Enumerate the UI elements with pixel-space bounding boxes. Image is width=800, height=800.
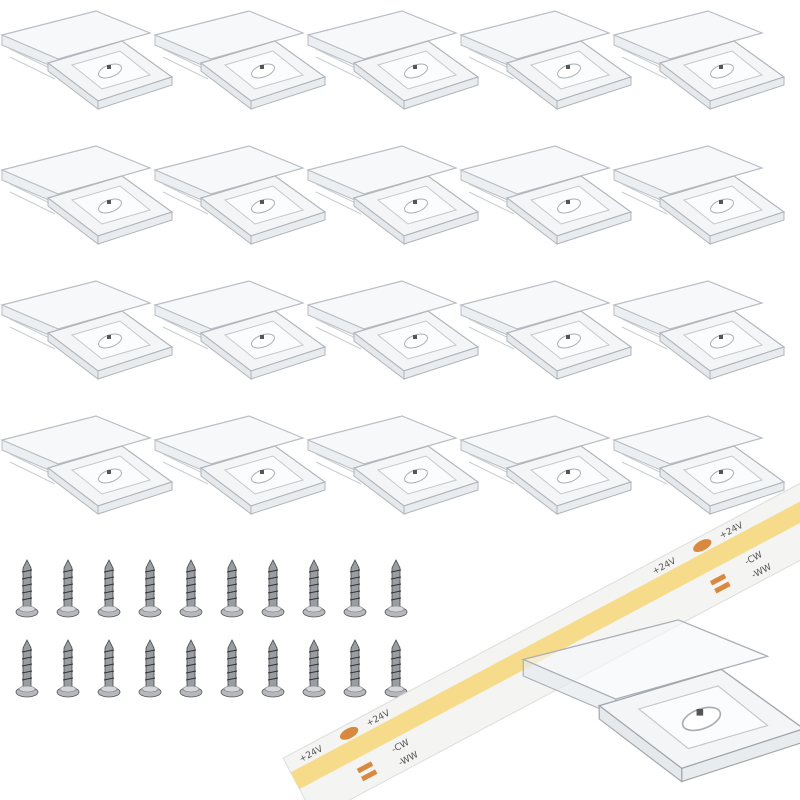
screw-grid: [15, 559, 408, 698]
solder-pad: [360, 769, 378, 782]
screw: [97, 639, 121, 698]
clip: [460, 10, 632, 110]
clip: [154, 145, 326, 245]
clip: [307, 415, 479, 515]
clip: [154, 280, 326, 380]
screw: [261, 559, 285, 618]
clip: [154, 415, 326, 515]
screw: [220, 559, 244, 618]
clip: [307, 280, 479, 380]
mounted-clip: [521, 619, 800, 783]
clip: [613, 415, 785, 515]
solder-pad: [709, 573, 727, 586]
screw: [384, 559, 408, 618]
screw: [97, 559, 121, 618]
clip: [307, 10, 479, 110]
screw: [15, 639, 39, 698]
led-strip: +24V +24V -CW -WW +24V +24V -CW -WW: [282, 457, 800, 800]
solder-pad: [693, 539, 712, 552]
screw: [179, 559, 203, 618]
screw: [15, 559, 39, 618]
screw: [343, 559, 367, 618]
clip: [613, 280, 785, 380]
clip: [613, 145, 785, 245]
clip: [1, 145, 173, 245]
solder-pad: [339, 726, 359, 740]
clip: [460, 280, 632, 380]
screw: [302, 639, 326, 698]
screw: [261, 639, 285, 698]
clip: [460, 145, 632, 245]
clip: [1, 10, 173, 110]
clip: [1, 415, 173, 515]
screw: [179, 639, 203, 698]
clip: [154, 10, 326, 110]
solder-pad: [714, 581, 731, 594]
screw: [56, 639, 80, 698]
screw: [384, 639, 408, 698]
screw: [138, 639, 162, 698]
clip: [307, 145, 479, 245]
clip-grid: [1, 10, 785, 515]
clip: [1, 280, 173, 380]
screw: [56, 559, 80, 618]
screw: [220, 639, 244, 698]
screw: [138, 559, 162, 618]
clip: [460, 415, 632, 515]
clip: [613, 10, 785, 110]
solder-pad: [356, 761, 374, 774]
screw: [343, 639, 367, 698]
screw: [302, 559, 326, 618]
